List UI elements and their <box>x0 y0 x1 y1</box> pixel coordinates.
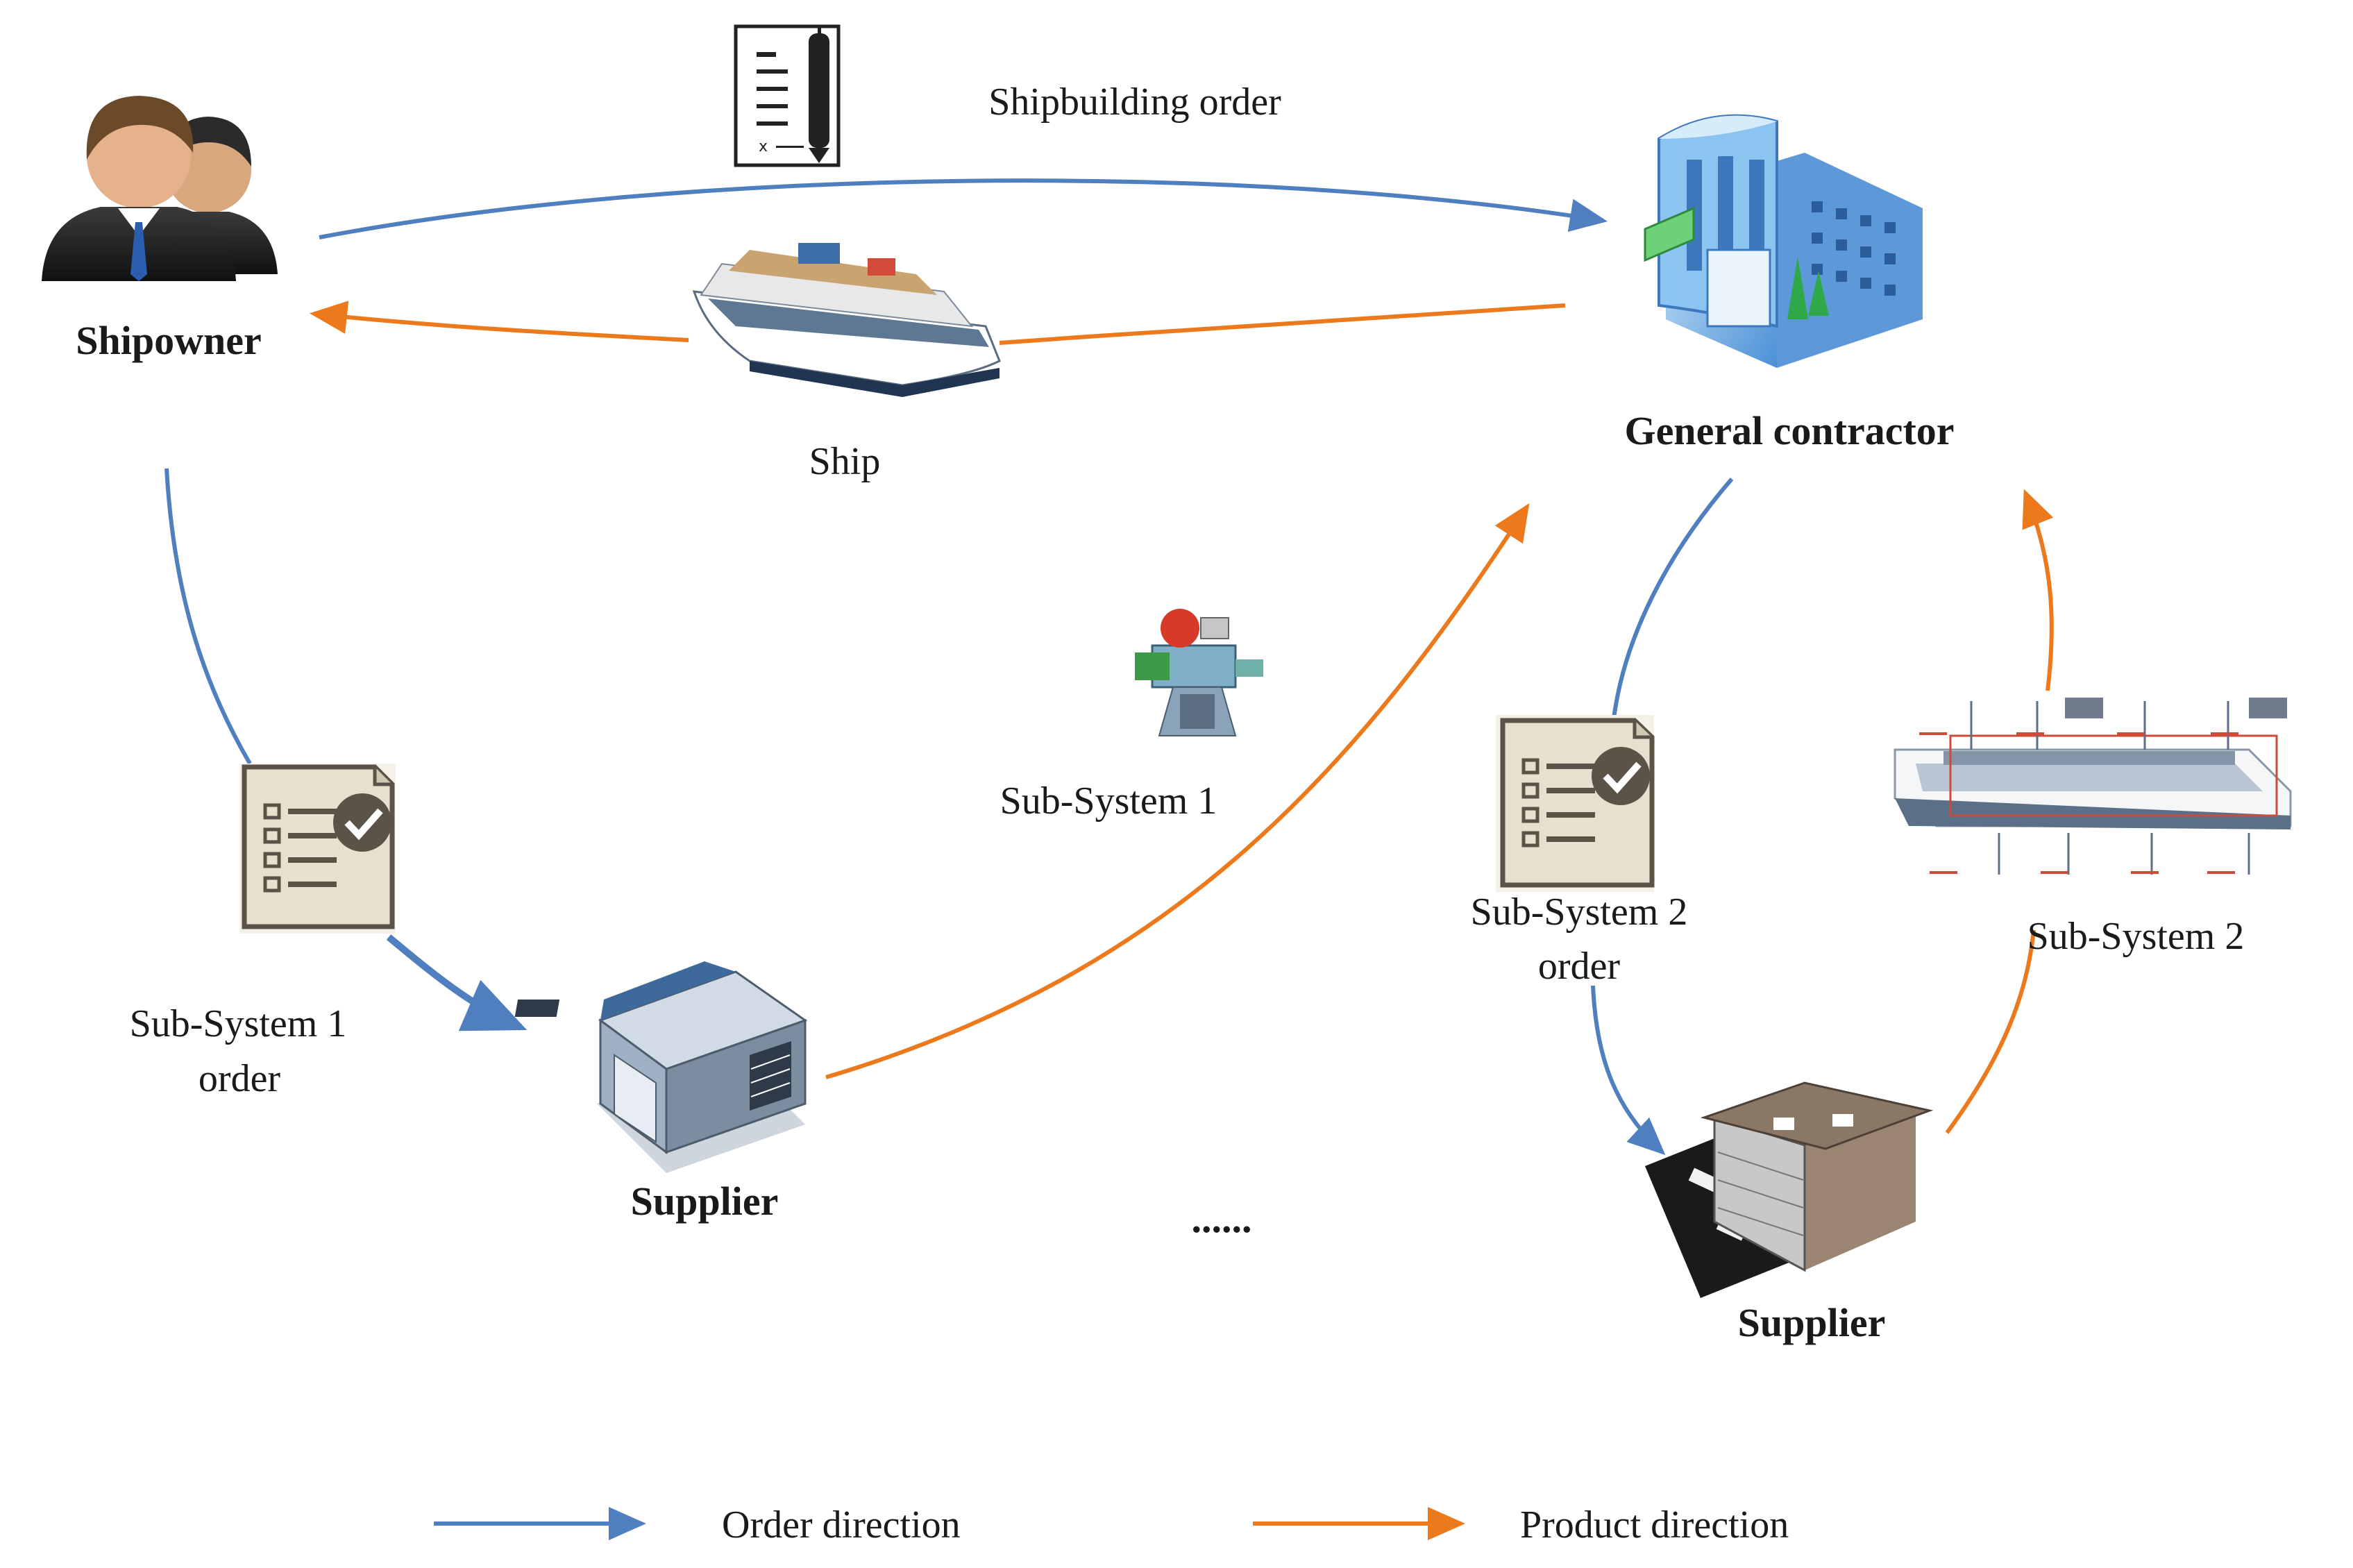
supplier-1-label: Supplier <box>631 1179 779 1224</box>
legend: Order direction Product direction <box>434 1503 1789 1546</box>
arrow-supplier-to-contractor <box>825 503 1530 1079</box>
arrow-shipowner-to-ss1-order <box>165 468 252 765</box>
shipbuilding-order-label: Shipbuilding order <box>988 81 1281 124</box>
contract-document-icon: x <box>734 24 841 167</box>
office-building-icon <box>1644 114 1923 368</box>
svg-text:x: x <box>759 138 768 155</box>
sub-system-1-label: Sub-System 1 <box>1000 779 1217 823</box>
arrow-ship-to-shipowner <box>310 301 689 342</box>
cruise-ship-icon <box>692 243 1001 397</box>
checklist-icon <box>239 764 396 934</box>
ship-system-schematic-icon <box>1894 698 2292 875</box>
engine-machinery-icon <box>1135 609 1263 739</box>
ship-label: Ship <box>809 440 881 483</box>
legend-product-label: Product direction <box>1520 1503 1789 1546</box>
arrow-contractor-to-ss2-order <box>1612 478 1734 719</box>
shipowner-label: Shipowner <box>76 318 262 363</box>
arrow-ss2-to-contractor <box>2022 489 2054 691</box>
arrow-supplier2-to-ss2 <box>1945 929 2036 1134</box>
supplier-2-label: Supplier <box>1738 1300 1886 1345</box>
warehouse-icon <box>514 961 808 1173</box>
arrow-ss2-order-to-supplier <box>1591 985 1666 1156</box>
general-contractor-label: General contractor <box>1624 408 1954 453</box>
arrow-ss1-order-to-supplier <box>386 934 528 1031</box>
sub-system-2-order-label-line1: Sub-System 2 <box>1471 891 1688 934</box>
sub-system-1-order-label-line2: order <box>199 1057 281 1100</box>
sub-system-1-order-label-line1: Sub-System 1 <box>130 1002 347 1045</box>
people-icon <box>42 96 278 281</box>
sub-system-2-order-label-line2: order <box>1538 945 1621 988</box>
checklist-icon <box>1496 715 1655 892</box>
arrow-contractor-to-ship <box>999 303 1566 345</box>
factory-building-icon <box>1645 1081 1934 1298</box>
arrow-shipowner-to-contractor <box>319 178 1608 239</box>
sub-system-2-label: Sub-System 2 <box>2027 915 2245 958</box>
legend-order-label: Order direction <box>722 1503 961 1546</box>
ellipsis-label: ...... <box>1192 1196 1252 1241</box>
